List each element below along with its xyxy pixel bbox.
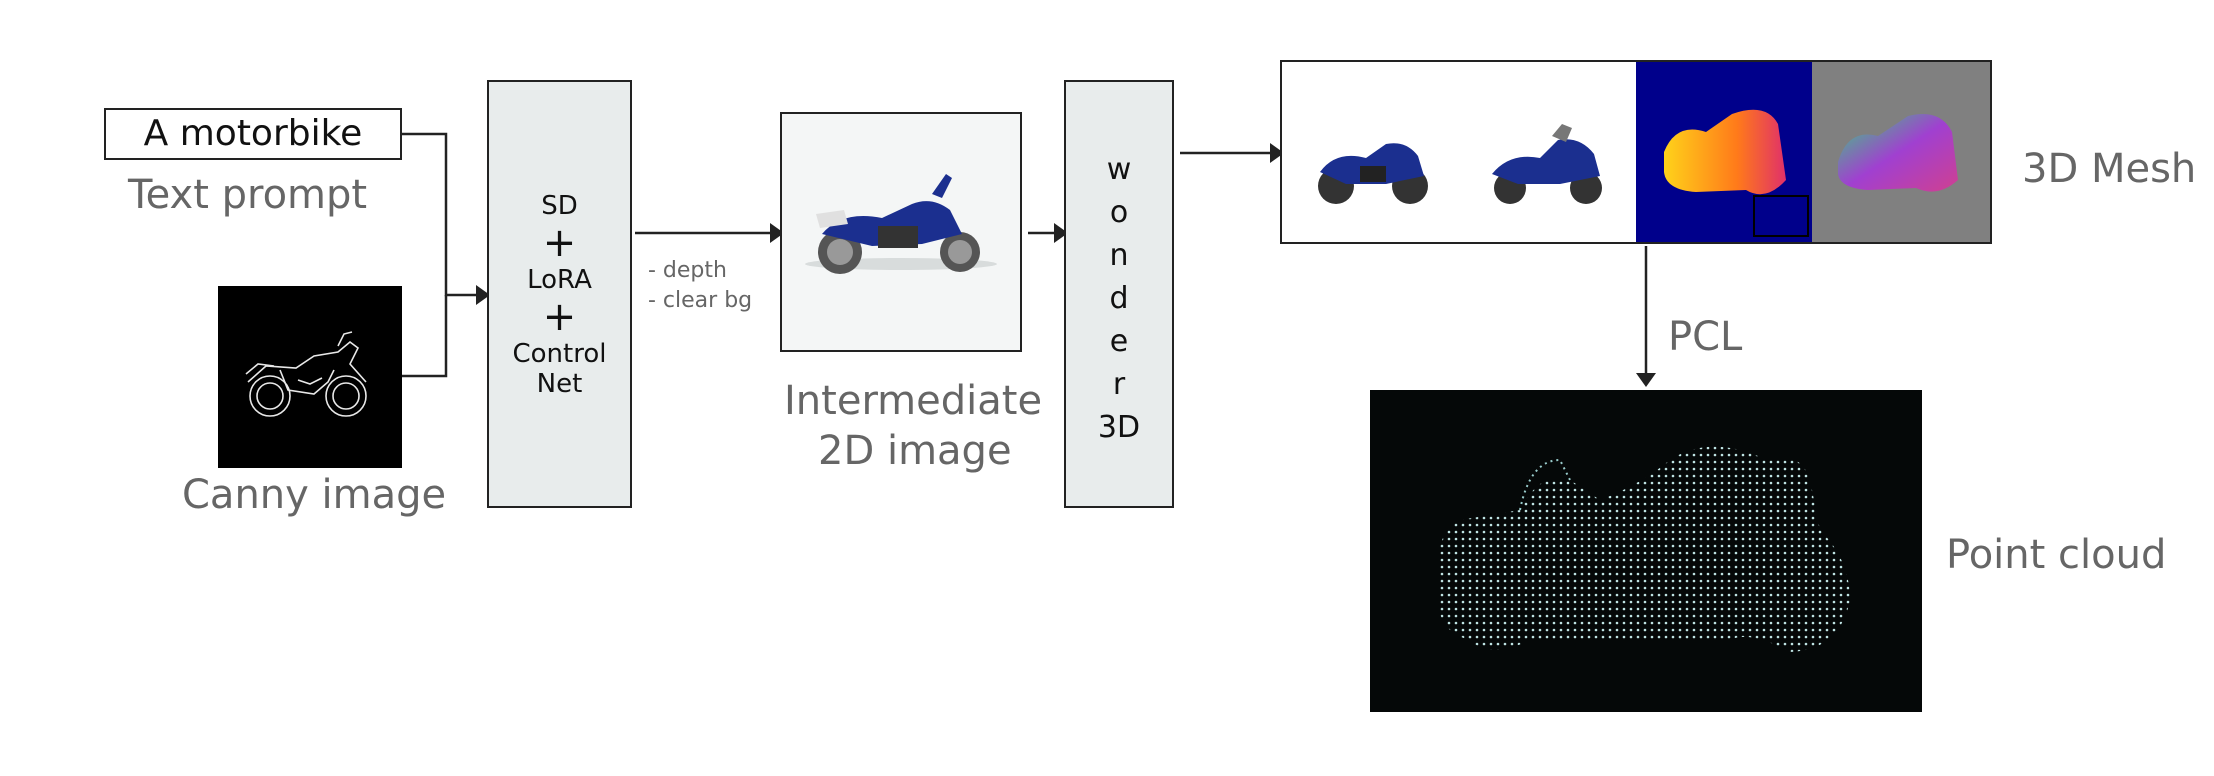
sd-lora-controlnet-label: SD + LoRA + Control Net [487,170,632,420]
clear-bg-annotation: - clear bg [648,288,753,313]
pcl-label: PCL [1668,314,1743,360]
wonder-letter-r: r [1112,366,1126,402]
intermediate-caption-line2: 2D image [818,428,1012,474]
wonder-letter-d: d [1109,280,1129,316]
wonder-letter-o: o [1109,194,1129,230]
model-plus-1: + [542,220,577,266]
mesh-view-1 [1318,143,1428,204]
intermediate-image [780,112,1022,352]
motorbike-edge-drawing [245,331,367,417]
text-prompt-value: A motorbike [143,113,363,154]
point-cloud-caption: Point cloud [1946,532,2167,578]
mesh-depth-panel [1636,62,1812,242]
model-control-label: Control [512,339,607,369]
wonder3d-label: w o n d e r 3D [1064,148,1174,448]
text-prompt-caption: Text prompt [128,172,368,218]
intermediate-caption-line1: Intermediate [784,378,1043,424]
wonder-3d: 3D [1097,409,1141,445]
normal-map-render [1838,114,1958,192]
mesh-normal-panel [1812,62,1990,242]
wonder-letter-w: w [1106,151,1132,187]
motorbike-render [805,174,997,274]
model-net-label: Net [536,369,583,399]
arrow-canny-to-model [402,295,448,378]
arrow-prompt-to-model [402,132,487,300]
canny-image-caption: Canny image [182,472,447,518]
mesh-view-2 [1492,124,1602,204]
model-sd-label: SD [541,191,578,221]
model-plus-2: + [542,294,577,340]
model-lora-label: LoRA [527,265,592,295]
canny-image [218,286,402,468]
mesh-caption: 3D Mesh [2022,146,2197,192]
mesh-strip [1280,60,1992,244]
wonder-letter-e: e [1109,323,1129,359]
depth-map-render [1664,109,1809,237]
sd-lora-controlnet-box [487,80,632,508]
text-prompt-box: A motorbike [104,108,402,160]
point-cloud-render [1437,446,1850,652]
depth-annotation: - depth [648,258,727,283]
point-cloud-image [1370,390,1922,712]
wonder-letter-n: n [1109,237,1129,273]
wonder3d-box [1064,80,1174,508]
